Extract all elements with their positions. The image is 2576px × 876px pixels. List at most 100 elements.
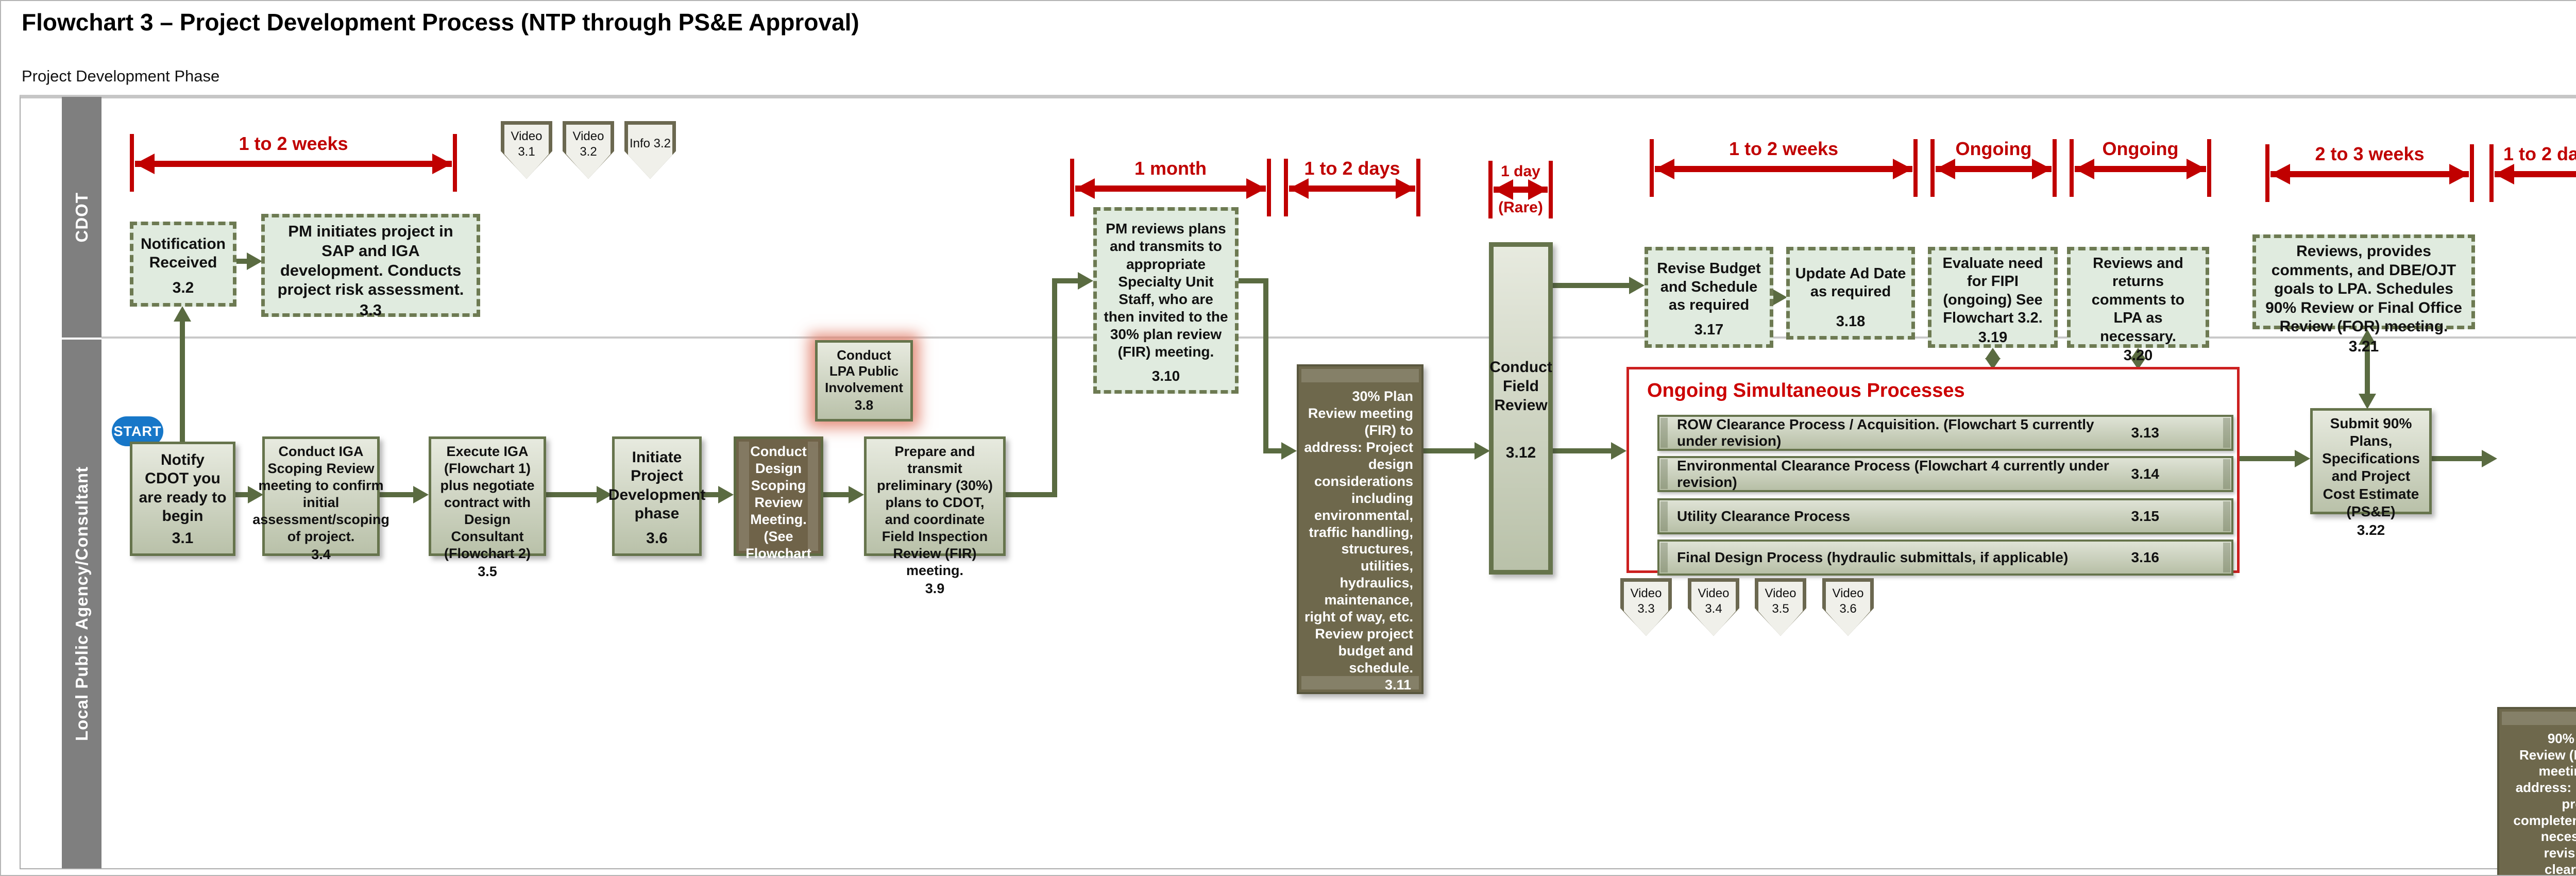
flow-connector (1052, 278, 1079, 283)
arrowhead (1985, 348, 2001, 359)
process-box-3-6: Initiate Project Development phase 3.6 (608, 436, 706, 556)
box-text: Conduct Design Scoping Review Meeting. (… (745, 444, 811, 578)
arrowhead (718, 486, 734, 503)
box-number: 3.21 (2348, 338, 2379, 355)
box-text: Revise Budget and Schedule as required (1657, 260, 1761, 313)
box-number: 3.8 (854, 397, 874, 413)
arrowhead (174, 306, 191, 322)
ongoing-item-label: Environmental Clearance Process (Flowcha… (1677, 458, 2109, 490)
box-number: 3.10 (1151, 367, 1180, 384)
ongoing-item-row: Final Design Process (hydraulic submitta… (1657, 540, 2233, 576)
box-text: PM initiates project in SAP and IGA deve… (277, 222, 464, 299)
duration-arrow: 1 to 2 weeks (1650, 138, 1918, 202)
box-number: 3.1 (172, 530, 194, 547)
flow-connector (235, 492, 249, 497)
lane-lpa-label: Local Public Agency/Consultant (72, 466, 91, 742)
box-number: 3.22 (2357, 521, 2385, 538)
arrowhead (2359, 394, 2376, 409)
flow-connector (1553, 448, 1612, 453)
duration-arrow: 1 to 2 days (1284, 158, 1420, 222)
box-number: 3.2 (172, 279, 194, 297)
process-box-3-22: Submit 90% Plans, Specifications and Pro… (2310, 408, 2432, 538)
tick (1488, 161, 1493, 218)
ongoing-item-number: 3.16 (2131, 549, 2160, 565)
process-box-3-8: Conduct LPA Public Involvement 3.8 (815, 340, 913, 422)
process-box-3-20: Reviews and returns comments to LPA as n… (2067, 247, 2209, 364)
flow-connector (1553, 283, 1630, 288)
arrowhead (849, 486, 864, 503)
process-box-3-4: Conduct IGA Scoping Review meeting to co… (252, 436, 389, 562)
flow-connector (1238, 278, 1268, 283)
duration-arrow: Ongoing (1930, 138, 2057, 202)
double-arrow (2270, 164, 2469, 184)
double-arrow (1936, 159, 2052, 179)
process-box-3-12: Conduct Field Review 3.12 (1489, 242, 1553, 575)
lane-lpa: Local Public Agency/Consultant (62, 340, 101, 868)
flow-connector (180, 322, 185, 442)
flow-connector (823, 492, 850, 497)
box-text: Evaluate need for FIPI (ongoing) See Flo… (1942, 255, 2043, 327)
double-arrow (1655, 159, 1912, 179)
duration-label: 1 to 2 weeks (239, 133, 348, 154)
duration-label: 1 to 2 days (1304, 158, 1400, 179)
ongoing-item-row: Utility Clearance Process 3.15 (1657, 498, 2233, 534)
arrowhead (2295, 450, 2310, 467)
duration-arrow: 1 to 2 days (2489, 143, 2576, 207)
box-text: Initiate Project Development phase (608, 448, 706, 523)
process-box-3-19: Evaluate need for FIPI (ongoing) See Flo… (1928, 247, 2058, 348)
lane-cdot-label: CDOT (72, 192, 91, 243)
arrowhead (1611, 442, 1626, 460)
ongoing-item-row: ROW Clearance Process / Acquisition. (Fl… (1657, 415, 2233, 451)
duration-label: 1 month (1134, 158, 1207, 179)
arrowhead (413, 486, 429, 503)
process-box-3-17: Revise Budget and Schedule as required 3… (1645, 247, 1773, 348)
arrowhead (2482, 450, 2497, 467)
flow-connector (2431, 456, 2483, 461)
box-text: Execute IGA (Flowchart 1) plus negotiate… (440, 444, 535, 561)
process-box-3-9: Prepare and transmit preliminary (30%) p… (864, 436, 1006, 596)
flow-connector (2240, 456, 2296, 461)
box-number: 3.9 (925, 580, 945, 596)
duration-label: Ongoing (1955, 138, 2032, 159)
box-text: Reviews and returns comments to LPA as n… (2091, 255, 2185, 345)
box-text: 30% Plan Review meeting (FIR) to address… (1304, 389, 1413, 676)
tick (1650, 139, 1654, 197)
duration-arrow: 1 month (1070, 158, 1271, 222)
flow-connector (1423, 448, 1476, 453)
double-arrow (1075, 178, 1266, 199)
flow-connector (2365, 342, 2370, 398)
tick (1930, 139, 1935, 197)
tick (1913, 139, 1918, 197)
ongoing-item-label: ROW Clearance Process / Acquisition. (Fl… (1677, 416, 2094, 449)
box-number: 3.12 (1505, 444, 1536, 462)
duration-label: 2 to 3 weeks (2315, 143, 2425, 164)
duration-arrow: 1 to 2 weeks (130, 133, 457, 197)
process-box-3-10: PM reviews plans and transmits to approp… (1093, 207, 1239, 394)
process-box-3-11: 30% Plan Review meeting (FIR) to address… (1297, 364, 1423, 694)
process-box-3-23: 90% Plan Review (FOR) meeting to address… (2497, 707, 2576, 875)
process-box-3-7: Conduct Design Scoping Review Meeting. (… (734, 436, 823, 596)
ongoing-item-label: Final Design Process (hydraulic submitta… (1677, 549, 2069, 565)
process-box-3-18: Update Ad Date as required 3.18 (1786, 247, 1915, 340)
double-arrow (135, 154, 452, 174)
tick (2489, 144, 2494, 202)
duration-label: (Rare) (1498, 199, 1543, 216)
arrowhead (248, 486, 263, 503)
flow-connector (546, 492, 598, 497)
flow-connector (235, 259, 248, 264)
page-title: Flowchart 3 – Project Development Proces… (22, 9, 859, 36)
arrowhead (1475, 442, 1490, 460)
ongoing-item-number: 3.15 (2131, 508, 2160, 524)
ongoing-item-label: Utility Clearance Process (1677, 508, 1851, 524)
duration-label: Ongoing (2102, 138, 2179, 159)
ongoing-item-row: Environmental Clearance Process (Flowcha… (1657, 456, 2233, 492)
arrowhead (597, 486, 612, 503)
duration-arrow: 1 day (Rare) (1488, 160, 1553, 224)
double-arrow (1494, 179, 1548, 200)
tick (1416, 159, 1420, 216)
arrowhead (2130, 358, 2146, 369)
process-box-3-21: Reviews, provides comments, and DBE/OJT … (2252, 234, 2475, 355)
duration-label: 1 day (1501, 163, 1540, 180)
box-number: 3.6 (646, 530, 668, 547)
